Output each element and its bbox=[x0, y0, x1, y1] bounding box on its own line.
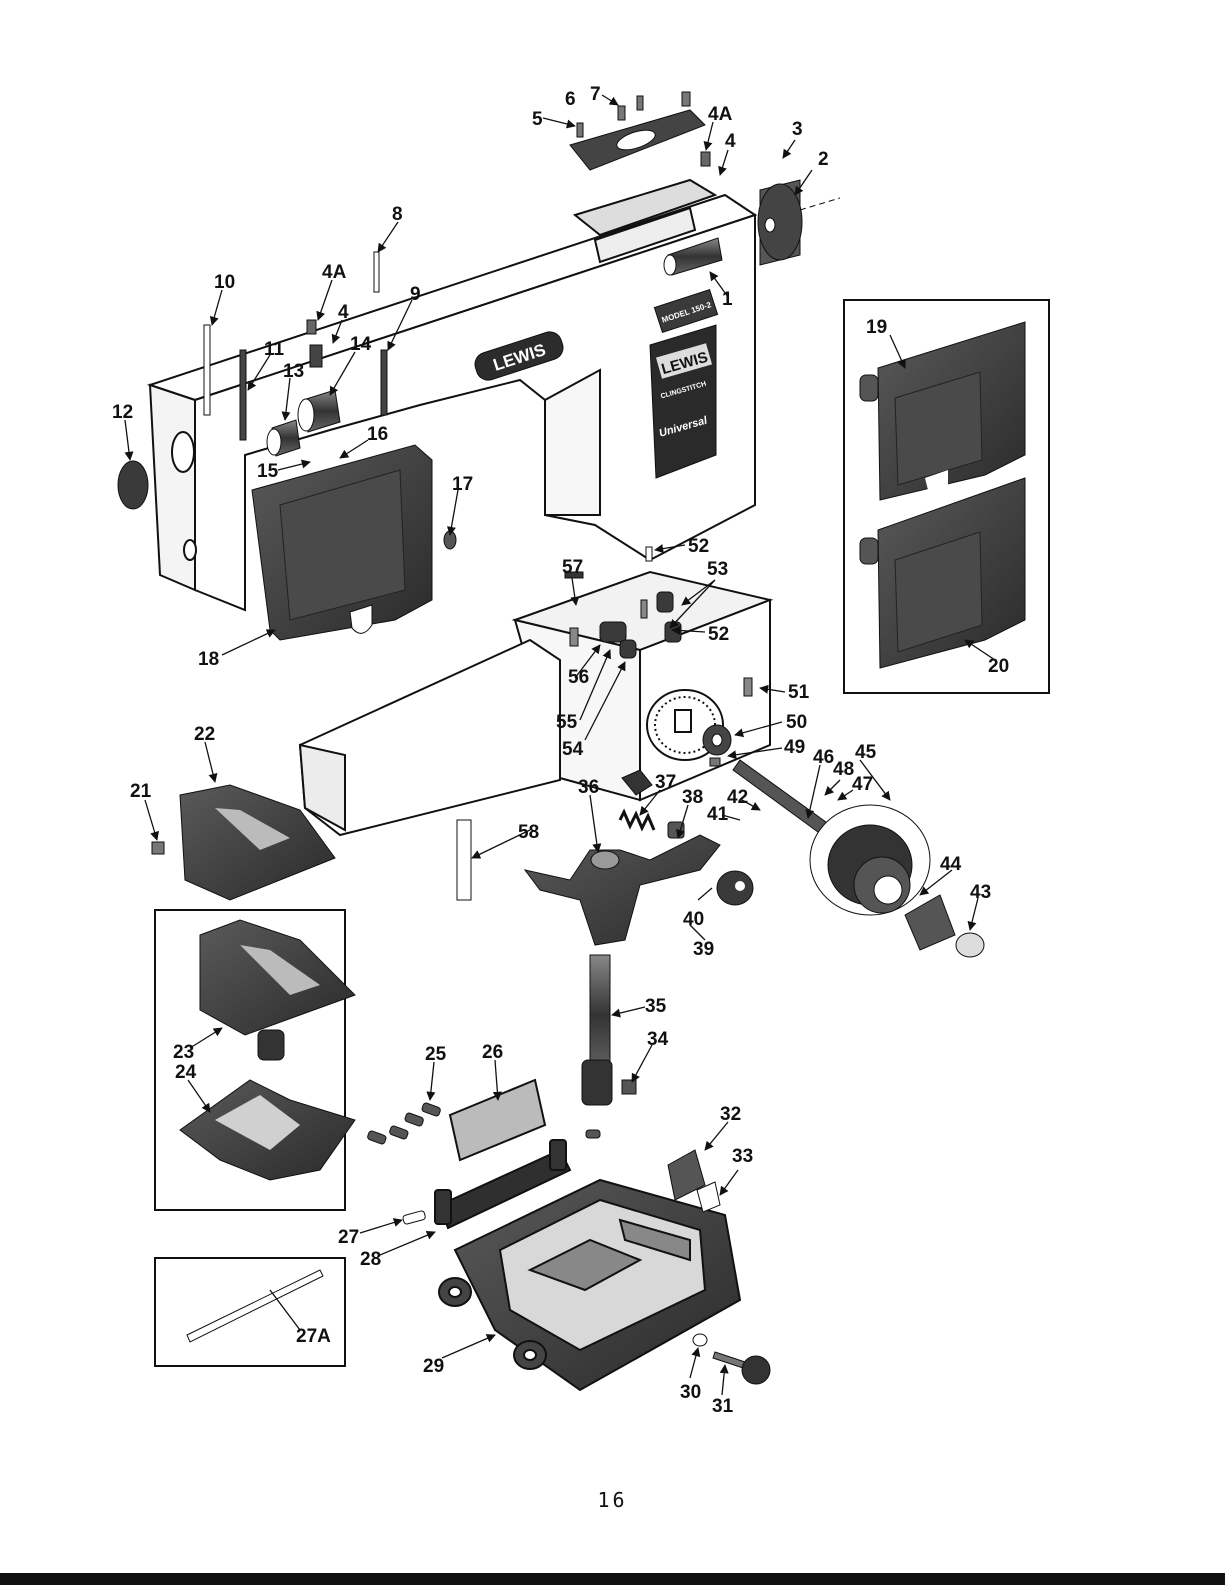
callout-23: 23 bbox=[173, 1042, 194, 1063]
callout-55: 55 bbox=[556, 712, 578, 733]
callout-53: 53 bbox=[707, 559, 728, 580]
callout-46: 46 bbox=[813, 747, 834, 768]
callout-33: 33 bbox=[732, 1146, 753, 1167]
callout-38: 38 bbox=[682, 787, 703, 808]
face-cover bbox=[252, 445, 456, 640]
callout-36: 36 bbox=[578, 777, 599, 798]
callout-13: 13 bbox=[283, 361, 304, 382]
callout-29: 29 bbox=[423, 1356, 444, 1377]
callout-58: 58 bbox=[518, 822, 539, 843]
callout-18: 18 bbox=[198, 649, 219, 670]
callout-52-lower: 52 bbox=[708, 624, 729, 645]
callout-4A-left: 4A bbox=[322, 262, 347, 283]
callout-26: 26 bbox=[482, 1042, 503, 1063]
callout-14: 14 bbox=[350, 334, 372, 355]
callout-40: 40 bbox=[683, 909, 704, 930]
callout-27: 27 bbox=[338, 1227, 359, 1248]
callout-43: 43 bbox=[970, 882, 991, 903]
callout-4-left: 4 bbox=[338, 302, 349, 323]
callout-15: 15 bbox=[257, 461, 279, 482]
callout-34: 34 bbox=[647, 1029, 669, 1050]
knob-screw bbox=[693, 1334, 770, 1384]
callout-21: 21 bbox=[130, 781, 152, 802]
callout-50: 50 bbox=[786, 712, 807, 733]
callout-6: 6 bbox=[565, 89, 576, 110]
callout-32: 32 bbox=[720, 1104, 741, 1125]
callout-56: 56 bbox=[568, 667, 589, 688]
callout-47: 47 bbox=[852, 774, 873, 795]
callout-22: 22 bbox=[194, 724, 215, 745]
callout-45: 45 bbox=[855, 742, 877, 763]
bottom-rule bbox=[0, 1573, 1225, 1585]
name-plate: LEWIS CLINGSTITCH Universal bbox=[650, 325, 716, 478]
callout-35: 35 bbox=[645, 996, 667, 1017]
spring bbox=[620, 812, 654, 830]
callout-42: 42 bbox=[727, 787, 748, 808]
callout-52-top: 52 bbox=[688, 536, 709, 557]
callout-17: 17 bbox=[452, 474, 473, 495]
callout-37: 37 bbox=[655, 772, 676, 793]
callout-39: 39 bbox=[693, 939, 714, 960]
callout-8: 8 bbox=[392, 204, 403, 225]
callout-57: 57 bbox=[562, 557, 583, 578]
inset-box-rod bbox=[155, 1258, 345, 1366]
callout-51: 51 bbox=[788, 682, 810, 703]
callout-28: 28 bbox=[360, 1249, 381, 1270]
page-number: 16 bbox=[0, 1488, 1225, 1512]
callout-1: 1 bbox=[722, 289, 733, 310]
callout-11: 11 bbox=[264, 339, 285, 360]
callout-2: 2 bbox=[818, 149, 829, 170]
callout-24: 24 bbox=[175, 1062, 197, 1083]
callout-31: 31 bbox=[712, 1396, 734, 1417]
callout-9: 9 bbox=[410, 284, 421, 305]
inset-box-covers bbox=[844, 300, 1049, 693]
callout-5: 5 bbox=[532, 109, 543, 130]
callout-19: 19 bbox=[866, 317, 887, 338]
callout-12: 12 bbox=[112, 402, 133, 423]
hand-wheel bbox=[758, 180, 840, 265]
callout-20: 20 bbox=[988, 656, 1009, 677]
callout-7: 7 bbox=[590, 84, 601, 105]
callout-10: 10 bbox=[214, 272, 235, 293]
callout-44: 44 bbox=[940, 854, 962, 875]
callout-25: 25 bbox=[425, 1044, 447, 1065]
callout-54: 54 bbox=[562, 739, 584, 760]
callout-4A-top: 4A bbox=[708, 104, 733, 125]
callout-30: 30 bbox=[680, 1382, 701, 1403]
end-cap bbox=[118, 461, 148, 509]
callout-48: 48 bbox=[833, 759, 854, 780]
callout-3: 3 bbox=[792, 119, 803, 140]
callout-16: 16 bbox=[367, 424, 388, 445]
callout-49: 49 bbox=[784, 737, 805, 758]
callout-4-top: 4 bbox=[725, 131, 736, 152]
callout-41: 41 bbox=[707, 804, 729, 825]
callout-27A: 27A bbox=[296, 1326, 331, 1347]
